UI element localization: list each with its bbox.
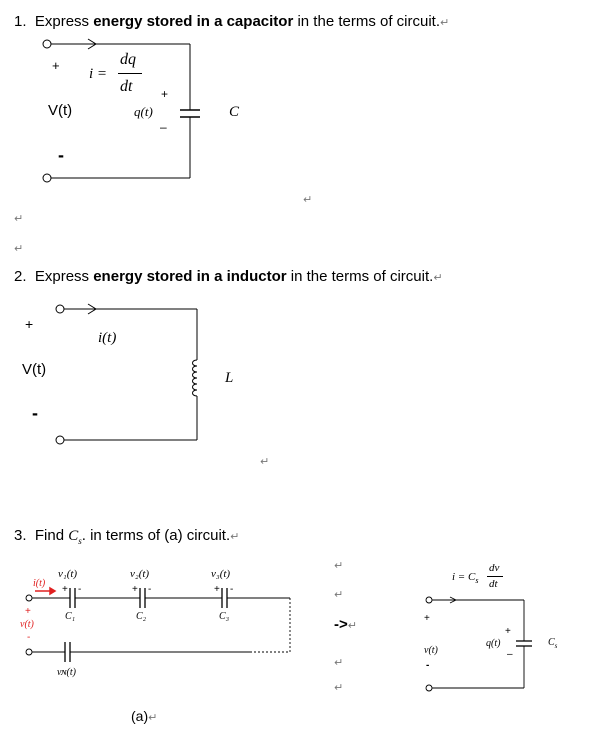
q3-right-voltage-label: v(t) (424, 645, 438, 656)
q1-dq: dq (120, 51, 136, 68)
q3-c2-label: C₂ (136, 611, 147, 622)
q3-right-dt: dt (489, 578, 498, 590)
q1-suffix: in the terms of circuit. (293, 13, 441, 30)
q1-plus-left: + (52, 58, 60, 73)
q3-vn-label: vɴ(t) (57, 667, 76, 678)
q1-dt: dt (120, 78, 133, 95)
q1-charge-label: q(t) (134, 104, 153, 119)
q3-minus-left: - (27, 632, 31, 643)
q3-cs-sub: s (78, 536, 82, 546)
q1-fraction-bar (118, 73, 142, 74)
q2-current-label: i(t) (98, 330, 117, 346)
q2-prefix: Express (34, 268, 94, 285)
q1-prefix: Express (34, 13, 94, 30)
return-mark: ↵ (303, 194, 313, 206)
return-mark: ↵ (334, 589, 344, 601)
q3-heading: 3. Find Cs. in terms of (a) circuit.↵ (14, 527, 239, 546)
q3-prefix: Find (34, 527, 69, 544)
return-mark: ↵ (14, 243, 24, 255)
return-mark: ↵ (334, 657, 344, 669)
q3-current-arrow (35, 586, 57, 596)
q1-voltage-label: V(t) (48, 102, 73, 119)
q3-right-cs-text: C (548, 637, 555, 648)
q2-minus-left: - (32, 403, 38, 423)
q3-cs: C (68, 528, 79, 544)
q2-inductance-label: L (225, 370, 234, 386)
return-mark: ↵ (433, 272, 443, 284)
q2-voltage-label: V(t) (22, 361, 47, 378)
q2-heading: 2. Express energy stored in a inductor i… (14, 268, 443, 285)
q1-circuit-wires (42, 38, 200, 183)
q3-suffix: . in terms of (a) circuit. (81, 527, 231, 544)
q1-capacitance-label: C (229, 104, 240, 120)
q3-v1-label: v₁(t) (58, 568, 78, 580)
q3-c1-label: C₁ (65, 611, 76, 622)
q3-right-i-equals: i = Cs (452, 571, 478, 585)
q1-number: 1. (14, 13, 27, 30)
return-mark: ↵ (440, 17, 450, 29)
q3-right-plus-left: + (424, 613, 430, 624)
q1-heading: 1. Express energy stored in a capacitor … (14, 13, 449, 30)
return-mark: ↵ (14, 213, 24, 225)
q3-right-dv: dv (489, 562, 500, 574)
q2-number: 2. (14, 268, 27, 285)
q3-c3-plus: + (214, 584, 220, 595)
q3-right-minus-left: - (426, 660, 430, 671)
q2-plus-left: + (25, 316, 34, 332)
q1-i-equals: i = (89, 66, 108, 82)
q3-c3-minus: - (230, 584, 234, 595)
inductor-coil (192, 359, 198, 397)
return-mark: ↵ (230, 531, 240, 543)
q1-plus-cap: + (161, 87, 169, 101)
q1-minus-cap: – (160, 120, 167, 134)
q2-bold-text: energy stored in a inductor (93, 268, 287, 285)
q3-right-cap-minus: – (507, 649, 513, 660)
q3-v3-label: v₃(t) (211, 568, 231, 580)
return-mark: ↵ (334, 560, 344, 572)
return-mark: ↵ (347, 620, 357, 632)
q3-c2-plus: + (132, 584, 138, 595)
q3-c2-minus: - (148, 584, 152, 595)
q3-circuit-wires (25, 588, 291, 662)
q3-plus-left: + (25, 606, 31, 617)
q3-c3-label: C₃ (219, 611, 230, 622)
q3-right-fraction-bar (487, 576, 503, 577)
q1-minus-left: - (58, 145, 64, 165)
q3-right-cs-sub: s (554, 642, 558, 650)
q3-right-cap-plus: + (505, 626, 511, 637)
q3-caption-text: (a) (131, 708, 149, 724)
q3-equivalent-circuit-wires (425, 596, 532, 692)
q3-caption: (a)↵ (131, 708, 157, 724)
q2-suffix: in the terms of circuit. (286, 268, 434, 285)
q3-c1-minus: - (78, 584, 82, 595)
q3-equivalence-arrow: ->↵ (334, 616, 357, 633)
q3-right-s-sub: s (475, 576, 479, 586)
return-mark: ↵ (334, 682, 344, 694)
q3-arrow-text: -> (334, 616, 348, 633)
q3-voltage-label: v(t) (20, 619, 34, 630)
q2-circuit-wires (55, 303, 198, 445)
q1-bold-text: energy stored in a capacitor (93, 13, 294, 30)
q3-right-charge-label: q(t) (486, 638, 501, 649)
q3-number: 3. (14, 527, 27, 544)
q3-current-label: i(t) (33, 578, 46, 589)
q3-v2-label: v₂(t) (130, 568, 150, 580)
q3-right-i-eq-text: i = C (452, 571, 476, 583)
q3-right-cs-label: Cs (548, 637, 557, 650)
q3-c1-plus: + (62, 584, 68, 595)
return-mark: ↵ (260, 456, 270, 468)
return-mark: ↵ (148, 712, 158, 724)
